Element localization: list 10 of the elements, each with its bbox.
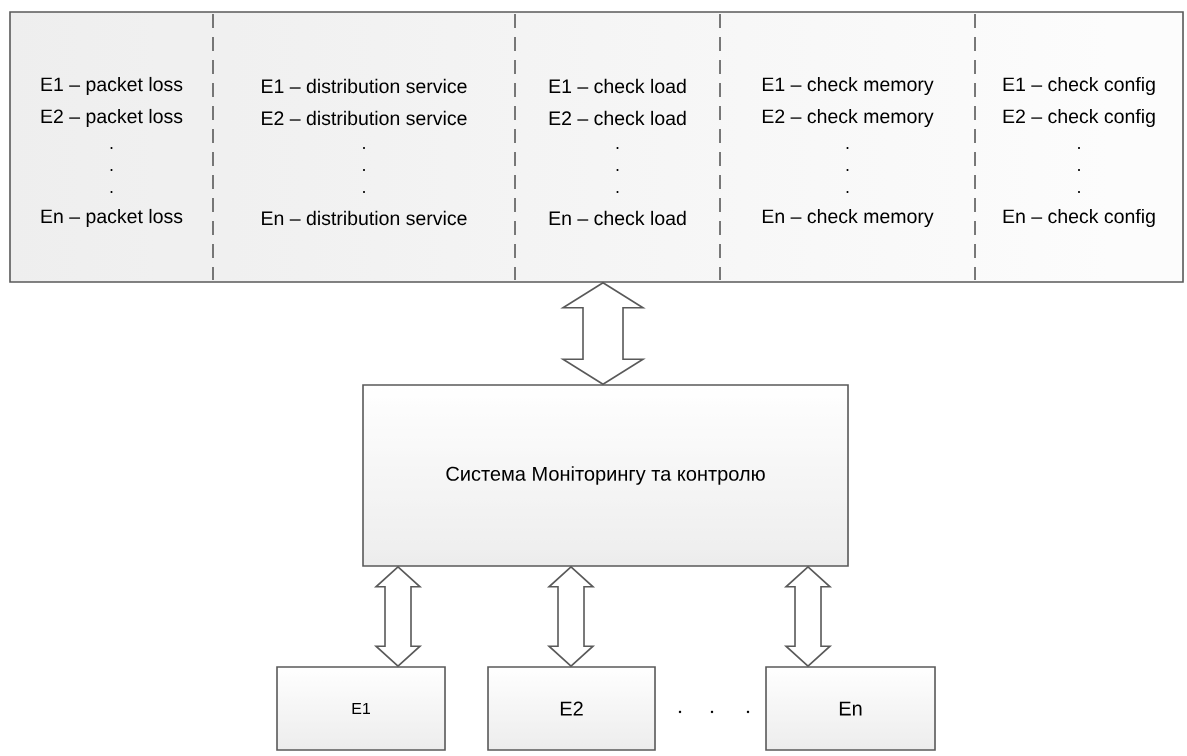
column-text: E1 – check load E2 – check load En – check load bbox=[549, 78, 686, 226]
column-text: E1 – check config E2 – check config En – check config bbox=[1003, 76, 1155, 228]
element-box: E2 bbox=[487, 666, 656, 751]
system-box: Система Моніторингу та контролю bbox=[362, 384, 849, 567]
element-box: En bbox=[765, 666, 936, 751]
column-text: E1 – packet loss E2 – packet loss En – packet loss bbox=[41, 76, 183, 228]
element-box: E1 bbox=[276, 666, 446, 751]
column-text: E1 – check memory E2 – check memory En – check memory bbox=[762, 76, 934, 228]
column-text: E1 – distribution service E2 – distribution service En – distribution service bbox=[262, 78, 467, 226]
table-panel bbox=[9, 11, 1184, 283]
